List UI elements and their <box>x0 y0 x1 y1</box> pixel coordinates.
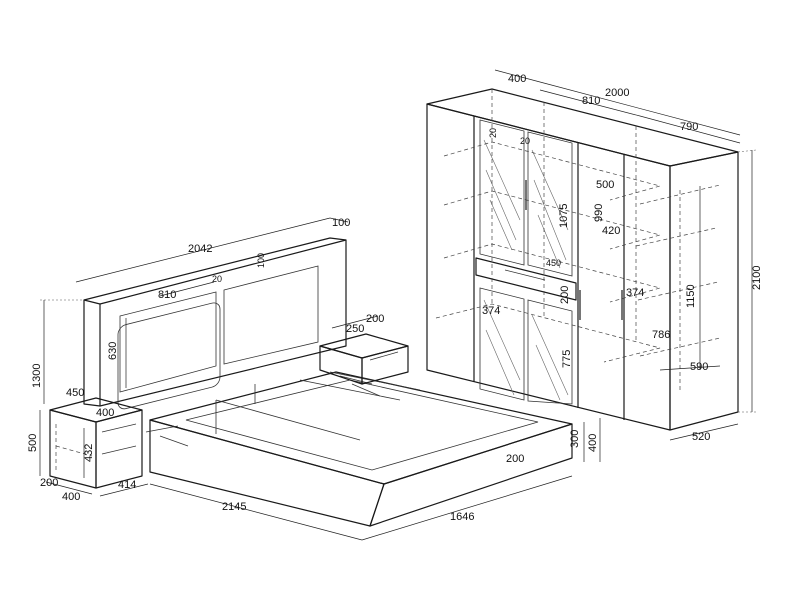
dim-wardrobe-depth: 520 <box>692 431 710 443</box>
dim-shelf-mid: 420 <box>602 225 620 237</box>
dim-lower-height: 1150 <box>685 284 697 308</box>
bed-dimensions: 2042 100 810 630 20 100 1300 2145 1646 3… <box>31 217 599 523</box>
dim-nightstand-width: 450 <box>66 387 84 399</box>
dim-lower-inner: 786 <box>652 329 670 341</box>
dim-rail: 200 <box>506 453 524 465</box>
dim-bed-width: 1646 <box>450 511 474 523</box>
dim-wardrobe-right-section: 790 <box>680 121 698 133</box>
wardrobe <box>426 69 757 441</box>
dim-nightstand-foot: 414 <box>118 479 136 491</box>
dim-leg-a: 374 <box>482 305 500 317</box>
dim-panel-gap: 20 <box>212 274 222 284</box>
nightstand-right <box>319 315 409 385</box>
dim-drawer-width: 450 <box>546 258 561 268</box>
dim-bed-length: 2145 <box>222 501 246 513</box>
dim-gap-b: 20 <box>520 136 530 146</box>
dim-panel-width: 810 <box>158 289 176 301</box>
dim-nightstand-depth: 400 <box>96 407 114 419</box>
nightstand-left <box>39 397 149 497</box>
dim-nightstand-base-d: 400 <box>62 491 80 503</box>
dim-nightstand-right-w: 250 <box>346 323 364 335</box>
dim-headboard-width: 2042 <box>188 243 212 255</box>
dim-leg-b: 374 <box>626 287 644 299</box>
dim-nightstand-right-d: 200 <box>366 313 384 325</box>
nightstand-dimensions: 450 400 500 432 200 400 414 250 200 <box>27 313 384 503</box>
dim-nightstand-base-w: 200 <box>40 477 58 489</box>
dim-mid-height: 990 <box>593 204 605 222</box>
dim-frame-height-total: 400 <box>587 434 599 452</box>
dim-wardrobe-total-width: 2000 <box>605 87 629 99</box>
dim-wardrobe-left-section: 400 <box>508 73 526 85</box>
dim-nightstand-height: 500 <box>27 434 39 452</box>
dim-gap-a: 20 <box>488 128 498 138</box>
wardrobe-dimensions: 400 2000 810 790 2100 520 500 420 590 10… <box>482 73 763 443</box>
dim-headboard-height: 1300 <box>31 364 43 388</box>
dim-nightstand-drawer: 432 <box>83 444 95 462</box>
dim-panel-gap-b: 100 <box>256 253 266 268</box>
dim-wardrobe-mid-section: 810 <box>582 95 600 107</box>
dim-shelf-low: 590 <box>690 361 708 373</box>
bed <box>40 217 601 541</box>
dim-door-lower: 775 <box>561 350 573 368</box>
dim-headboard-depth: 100 <box>332 217 350 229</box>
dim-wardrobe-height: 2100 <box>751 266 763 290</box>
dim-upper-door: 1075 <box>558 204 570 228</box>
dim-drawer-height: 200 <box>559 286 571 304</box>
dim-frame-height: 300 <box>569 430 581 448</box>
dim-panel-height: 630 <box>107 342 119 360</box>
dim-shelf-top: 500 <box>596 179 614 191</box>
